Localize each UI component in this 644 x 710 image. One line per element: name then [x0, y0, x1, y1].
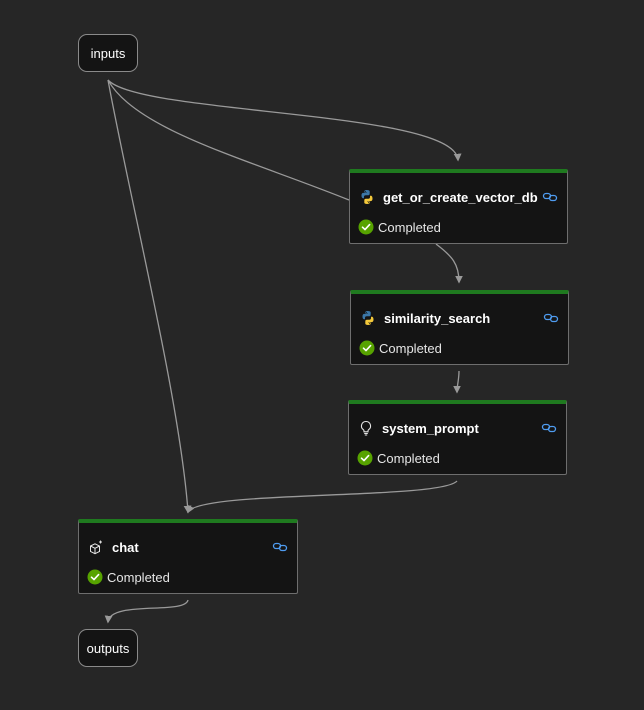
- link-icon[interactable]: [541, 188, 559, 206]
- node-system-prompt[interactable]: system_prompt Completed: [348, 400, 567, 475]
- python-icon: [359, 309, 377, 327]
- edge-inputs-to-get-or-create-vector-db-secondary: [107, 79, 350, 201]
- outputs-node[interactable]: outputs: [78, 629, 138, 667]
- status-text: Completed: [378, 219, 441, 235]
- link-icon[interactable]: [540, 419, 558, 437]
- inputs-node-label: inputs: [90, 45, 126, 61]
- edge-chat-to-outputs: [104, 599, 189, 624]
- node-title: system_prompt: [382, 420, 479, 436]
- node-similarity-search[interactable]: similarity_search Completed: [350, 290, 569, 365]
- completed-check-icon: [358, 219, 374, 235]
- node-title: similarity_search: [384, 310, 491, 326]
- edge-get-or-create-vector-db-to-similarity-search: [435, 243, 463, 284]
- inputs-node[interactable]: inputs: [78, 34, 138, 72]
- status-text: Completed: [107, 569, 170, 585]
- status-text: Completed: [379, 340, 442, 356]
- outputs-node-label: outputs: [86, 640, 130, 656]
- completed-check-icon: [357, 450, 373, 466]
- edge-inputs-to-get-or-create-vector-db: [107, 79, 462, 162]
- link-icon[interactable]: [542, 309, 560, 327]
- sparkle-cube-icon: [87, 538, 105, 556]
- lightbulb-icon: [357, 419, 375, 437]
- edge-similarity-search-to-system-prompt: [453, 370, 461, 394]
- edge-system-prompt-to-chat: [187, 480, 458, 514]
- completed-check-icon: [87, 569, 103, 585]
- status-text: Completed: [377, 450, 440, 466]
- python-icon: [358, 188, 376, 206]
- node-chat[interactable]: chat Completed: [78, 519, 298, 594]
- node-get-or-create-vector-db[interactable]: get_or_create_vector_db Completed: [349, 169, 568, 244]
- completed-check-icon: [359, 340, 375, 356]
- edge-inputs-to-chat: [107, 79, 192, 514]
- link-icon[interactable]: [271, 538, 289, 556]
- node-title: chat: [112, 539, 139, 555]
- node-title: get_or_create_vector_db: [383, 189, 538, 205]
